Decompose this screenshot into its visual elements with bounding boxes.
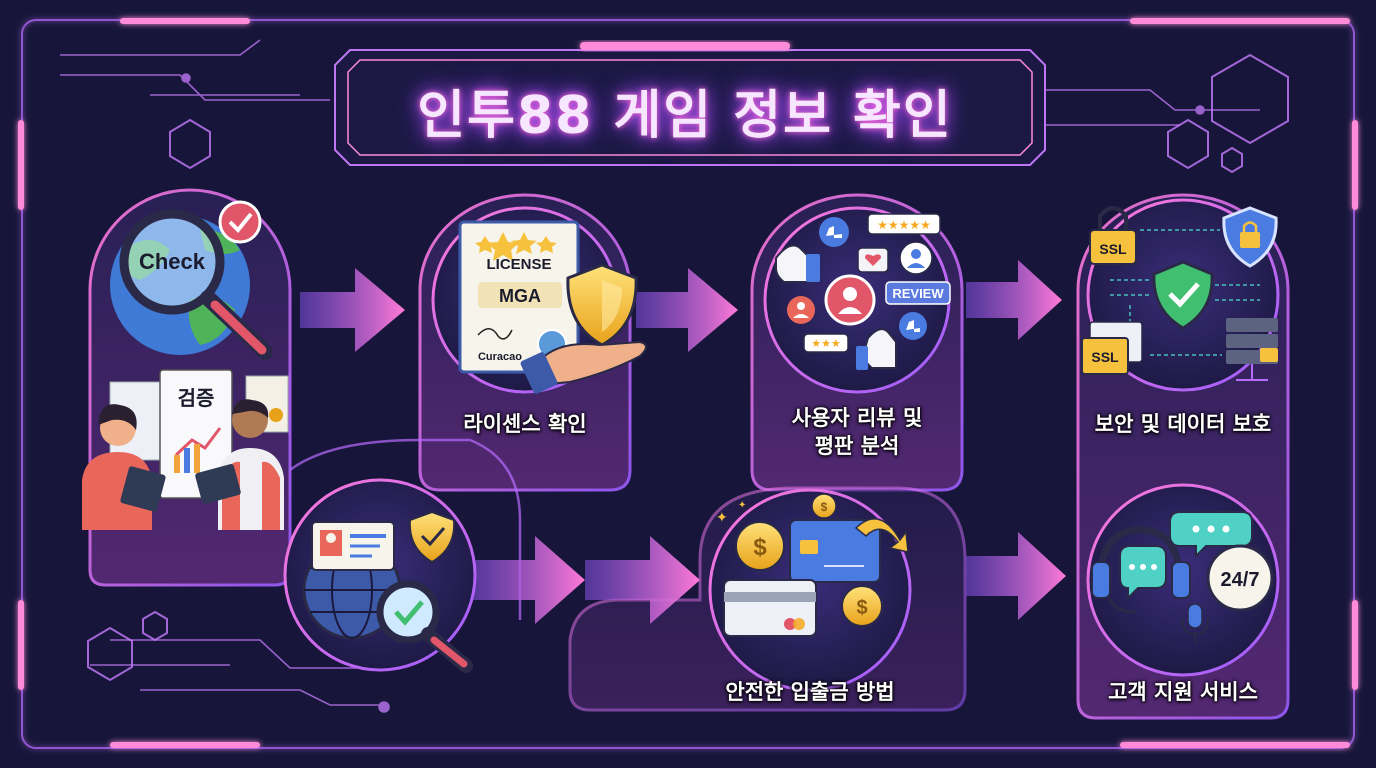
- step-label-payments: 안전한 입출금 방법: [725, 680, 895, 704]
- svg-text:✦: ✦: [716, 510, 728, 526]
- title-plaque: [334, 42, 1046, 166]
- license-text: LICENSE: [486, 256, 551, 273]
- step-label-reviews: 사용자 리뷰 및 평판 분석: [752, 404, 962, 460]
- circuit-lines-decoration: [60, 39, 1260, 713]
- connector-loop: [289, 438, 522, 620]
- arrow-2: [636, 268, 738, 352]
- ssl-bottom-text: SSL: [1091, 349, 1119, 365]
- shield-hand-icon: [520, 263, 647, 394]
- mga-text: MGA: [499, 286, 541, 306]
- svg-text:$: $: [856, 597, 867, 619]
- verify-text: 검증: [178, 387, 215, 410]
- flow-arrows: [300, 260, 1066, 624]
- verification-team-illustration: 검증: [82, 369, 289, 530]
- svg-text:$: $: [821, 500, 828, 514]
- svg-text:★★★★★: ★★★★★: [877, 218, 931, 232]
- curacao-text: Curacao: [478, 351, 522, 363]
- step-label-support: 고객 지원 서비스: [1108, 680, 1258, 704]
- arrow-3: [966, 260, 1062, 340]
- globe-check-icon: Check: [110, 200, 273, 360]
- arrow-1: [300, 268, 405, 352]
- arrow-6: [966, 532, 1066, 620]
- step-label-reviews-line1: 사용자 리뷰 및: [791, 406, 923, 430]
- page-title: 인투88 게임 정보 확인: [417, 85, 953, 146]
- customer-support-icon: 24/7: [1091, 511, 1274, 644]
- review-text: REVIEW: [892, 286, 944, 301]
- svg-text:$: $: [753, 534, 767, 561]
- step-label-reviews-line2: 평판 분석: [814, 434, 900, 458]
- id-globe-check-icon: [302, 510, 473, 673]
- ssl-top-text: SSL: [1099, 241, 1127, 257]
- social-review-icons: ★★★★★ REVIEW ★★★: [775, 213, 951, 370]
- outer-frame: [18, 18, 1358, 749]
- payment-cards-coins-icon: $ $ $ ✦ ✦: [716, 493, 909, 637]
- security-network-icon: SSL SSL: [1081, 206, 1278, 381]
- step-label-license: 라이센스 확인: [463, 412, 587, 436]
- arrow-4: [470, 536, 585, 624]
- step-label-security: 보안 및 데이터 보호: [1094, 412, 1272, 436]
- check-text: Check: [139, 249, 206, 274]
- svg-text:✦: ✦: [738, 500, 746, 511]
- hours-text: 24/7: [1221, 569, 1260, 591]
- svg-text:★★★: ★★★: [811, 337, 841, 350]
- hexagon-decoration: [87, 53, 1289, 682]
- arrow-5: [585, 536, 700, 624]
